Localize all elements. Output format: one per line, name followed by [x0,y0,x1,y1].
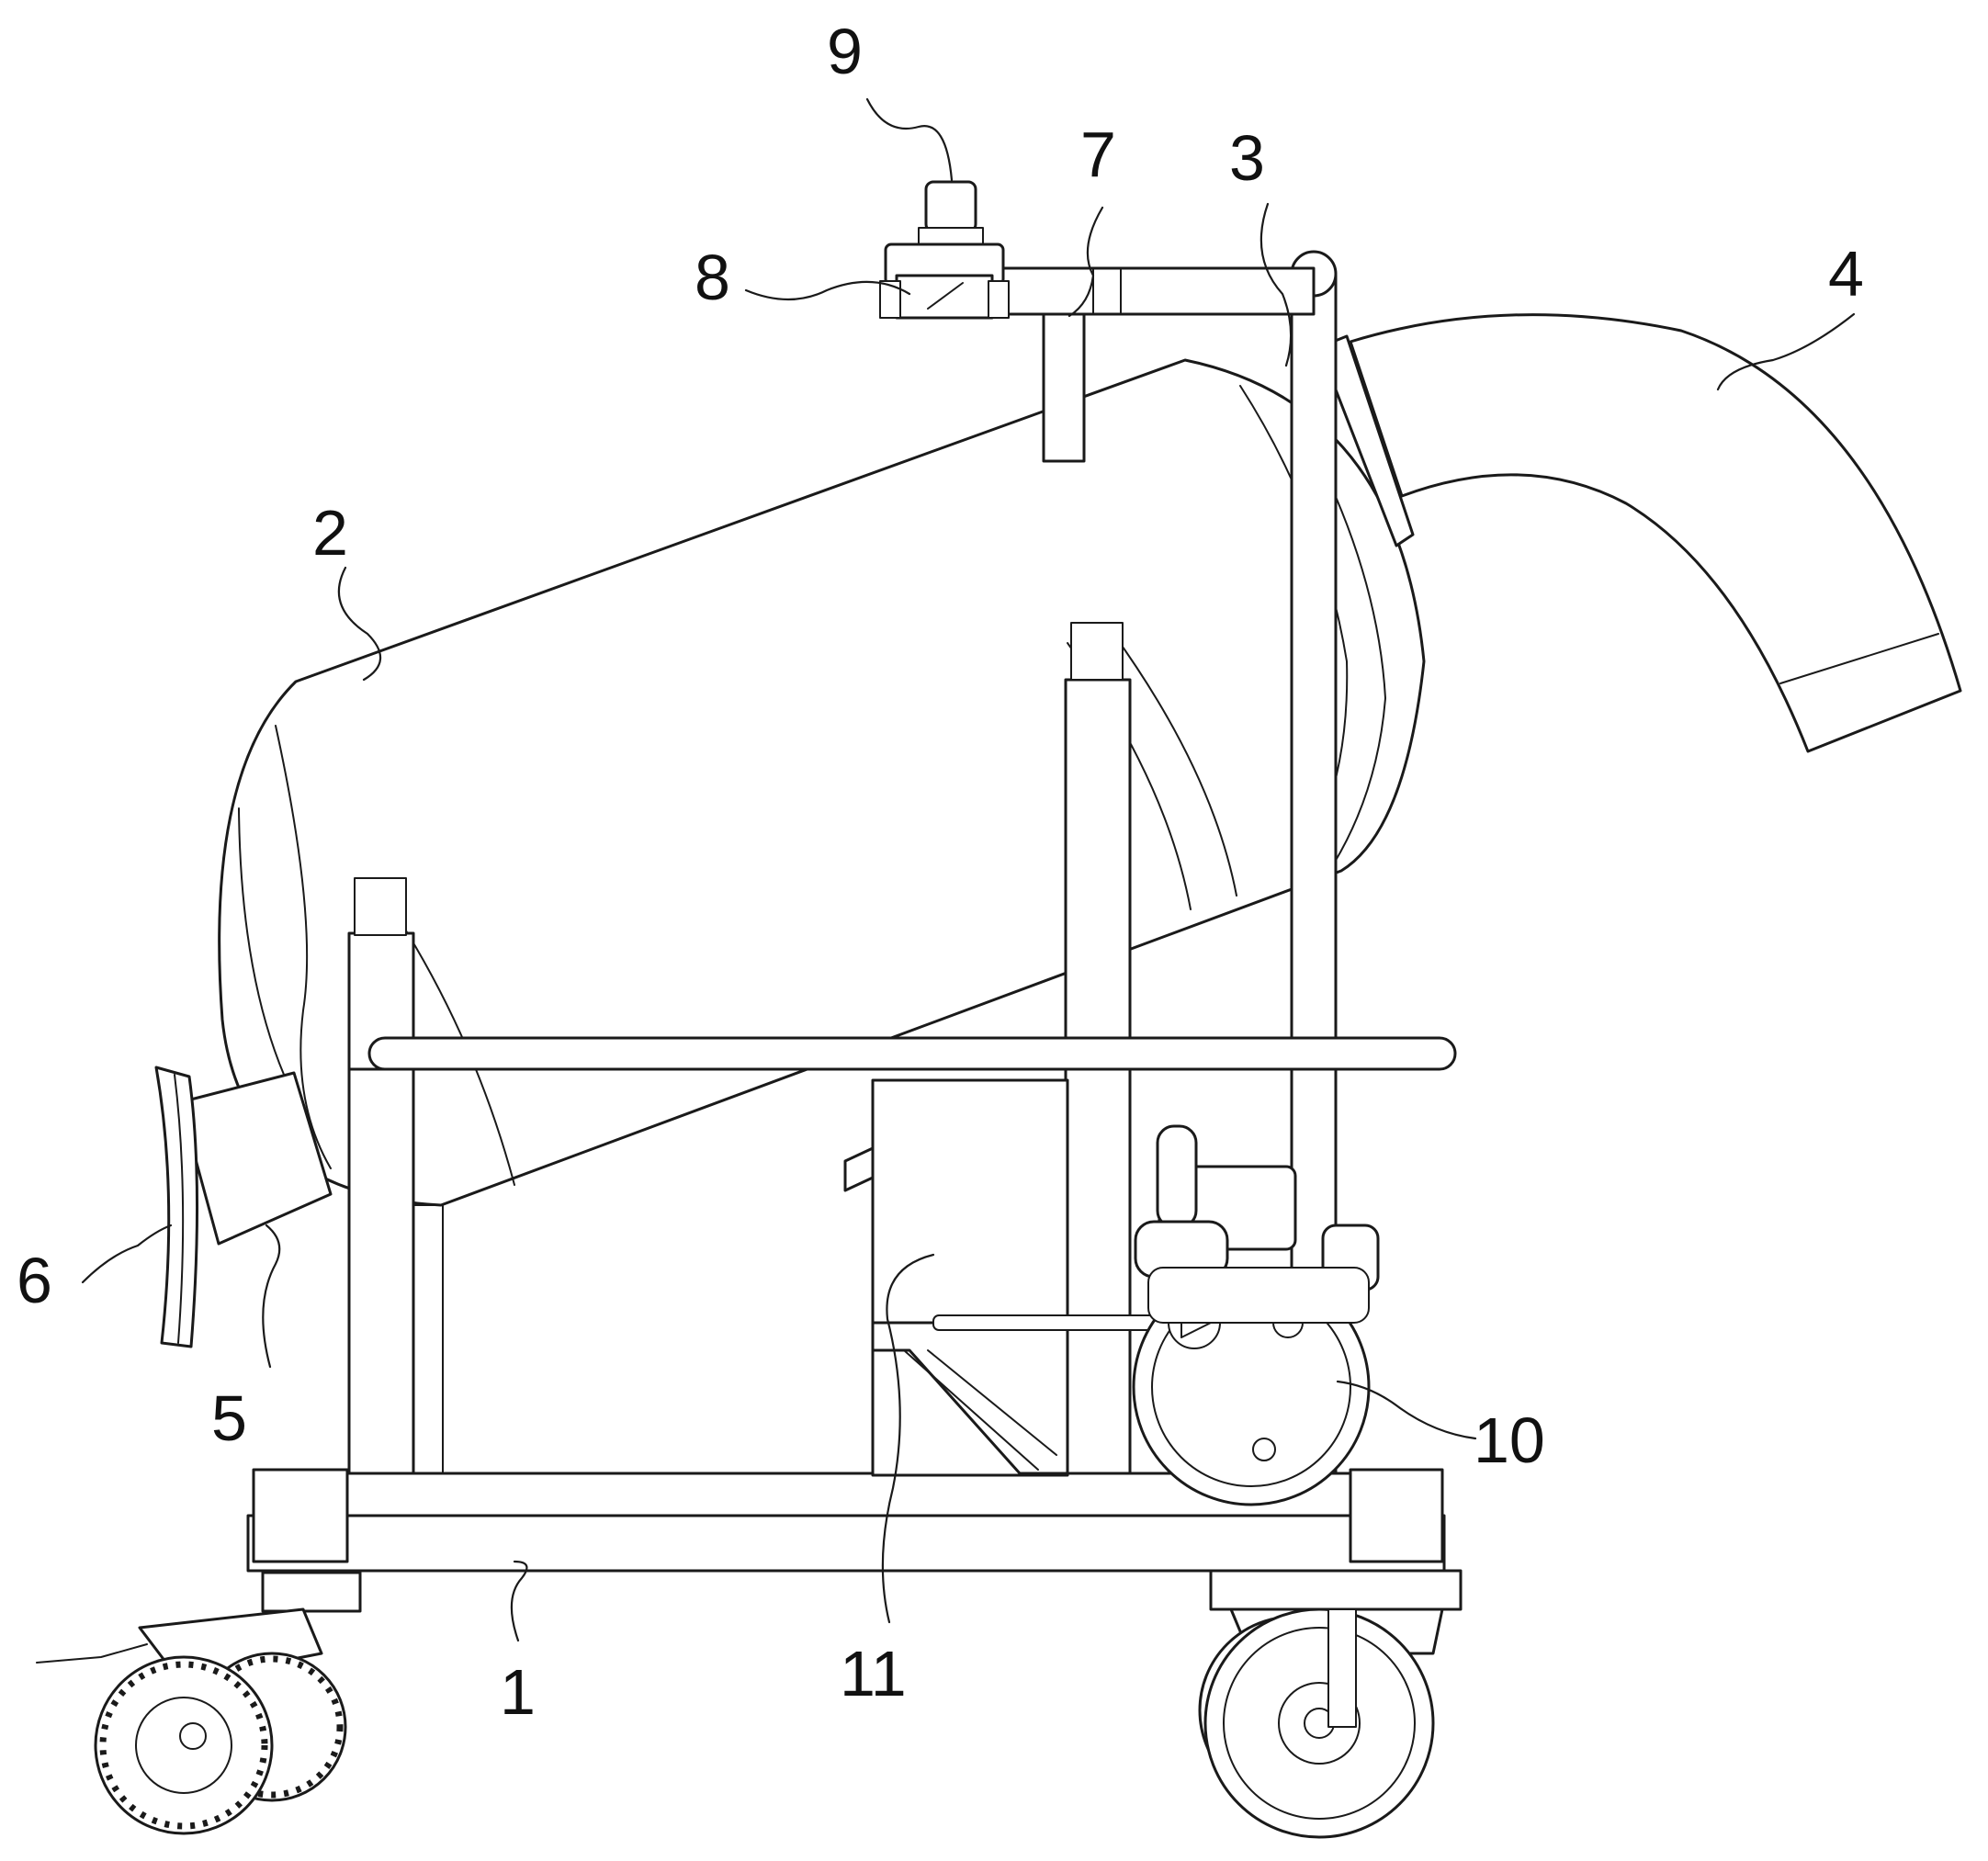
label-valve: 8 [695,242,730,313]
rear-clamp [1317,334,1415,547]
label-actuator: 9 [827,16,863,87]
rear-caster [1198,1569,1463,1839]
nozzle-pipe [154,1066,333,1348]
barrel [218,358,1426,1207]
label-rear-sleeve: 3 [1229,122,1265,194]
front-caster [36,1571,362,1835]
frame [246,250,1457,1573]
valve [879,180,1010,320]
label-barrel: 2 [312,497,348,569]
label-flange: 6 [17,1245,52,1316]
base-rail [246,1514,1446,1573]
reference-numerals: 2 3 4 5 6 7 8 9 10 11 1 [17,16,1864,1728]
water-tank [843,1078,1177,1477]
actuator [924,180,977,233]
label-nozzle-pipe: 5 [211,1382,247,1454]
label-water-tank: 11 [840,1638,907,1709]
pump [1132,1124,1380,1506]
label-frame: 1 [500,1656,536,1728]
label-pump: 10 [1474,1404,1545,1476]
outlet-hose [1317,313,1962,753]
handrail [367,1036,1457,1071]
flange [154,1066,199,1348]
leader-lines [81,97,1856,1642]
label-outlet-hose: 4 [1828,238,1864,310]
label-top-rail: 7 [1080,118,1116,190]
